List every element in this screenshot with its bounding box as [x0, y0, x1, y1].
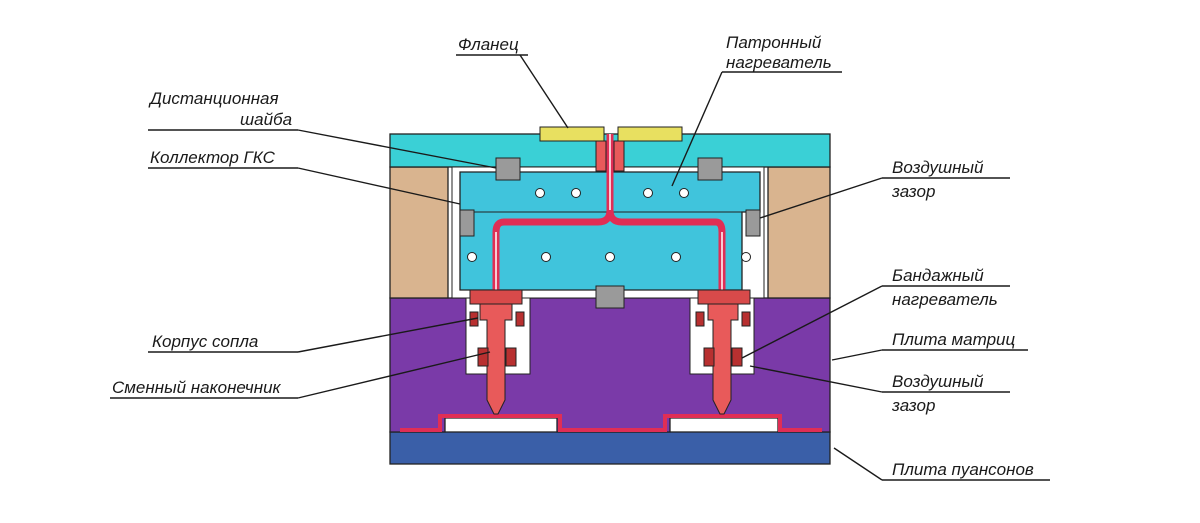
label-air-gap-bottom-2: зазор	[891, 396, 935, 415]
core-plate	[389, 431, 831, 465]
label-nozzle-body: Корпус сопла	[152, 332, 258, 351]
label-cavity-plate: Плита матриц	[892, 330, 1015, 349]
label-manifold: Коллектор ГКС	[150, 148, 276, 167]
label-spacer-washer-1: Дистанционная	[148, 89, 279, 108]
side-plate-left	[389, 166, 449, 299]
label-cartridge-heater-2: нагреватель	[726, 53, 832, 72]
flange-neck-left	[595, 140, 607, 172]
cavity-plate	[389, 297, 831, 433]
flange-neck-right	[613, 140, 625, 172]
label-replaceable-tip: Сменный наконечник	[112, 378, 282, 397]
band-heaters	[477, 347, 743, 367]
label-cartridge-heater-1: Патронный	[726, 33, 822, 52]
label-band-heater-1: Бандажный	[892, 266, 984, 285]
side-plate-right	[767, 166, 831, 299]
manifold-holes	[467, 188, 751, 262]
flange-right	[617, 126, 683, 142]
melt-channel-right	[606, 209, 726, 408]
label-band-heater-2: нагреватель	[892, 290, 998, 309]
label-air-gap-top-2: зазор	[891, 182, 935, 201]
label-core-plate: Плита пуансонов	[892, 460, 1034, 479]
spacer-washers	[459, 157, 761, 309]
nozzle-body-right	[697, 289, 751, 415]
label-air-gap-bottom-1: Воздушный	[892, 372, 984, 391]
label-air-gap-top-1: Воздушный	[892, 158, 984, 177]
nozzle-body-left	[469, 289, 523, 415]
flange-left	[539, 126, 605, 142]
part-cavity	[400, 414, 822, 432]
label-flange: Фланец	[458, 35, 519, 54]
label-spacer-washer-2: шайба	[240, 110, 292, 129]
